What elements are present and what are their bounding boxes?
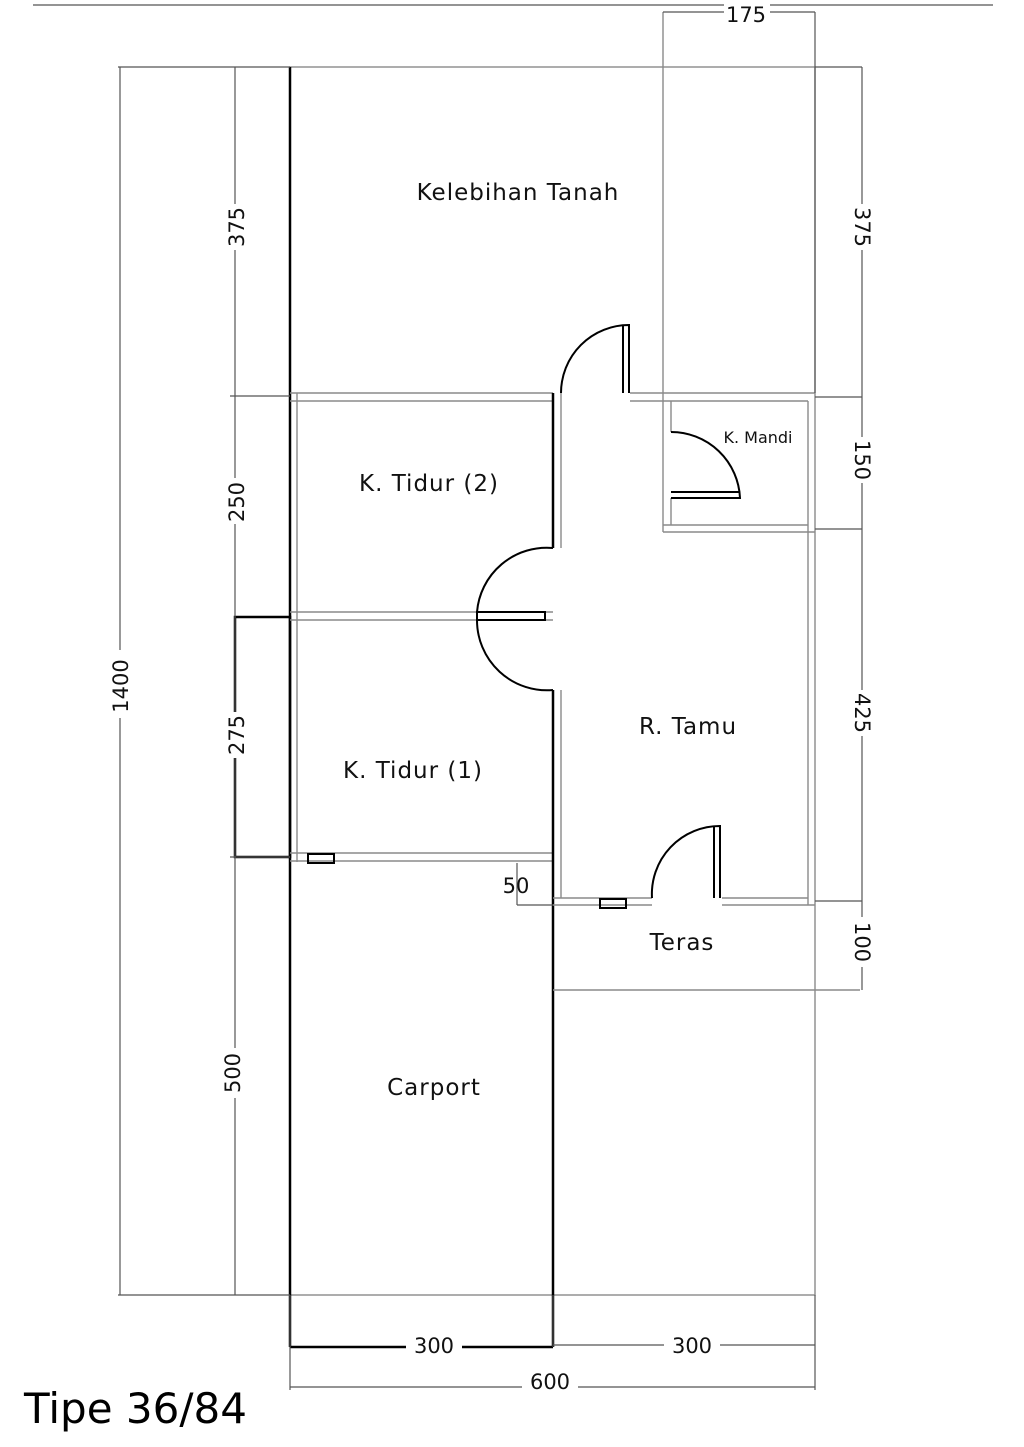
dim-label-bg-right-100	[852, 917, 874, 967]
bedroom1-door-swing	[475, 619, 554, 692]
bedroom1-window	[307, 853, 335, 864]
dim-label-bg-left-250	[225, 478, 247, 524]
dim-label-bg-right-150	[852, 437, 874, 483]
room-label-k-mandi: K. Mandi	[723, 428, 792, 447]
dim-label-bg-300-left	[406, 1335, 462, 1355]
dim-label-left-275: 275	[225, 715, 249, 755]
dim-label-bg-left-500	[225, 1048, 247, 1098]
room-label-carport: Carport	[387, 1075, 481, 1101]
dim-label-bottom-600: 600	[530, 1370, 570, 1394]
dim-label-inner-50: 50	[503, 874, 530, 898]
dim-label-right-100: 100	[850, 922, 874, 962]
bedroom-doors-leaves	[476, 611, 546, 621]
dim-label-bg-1400	[110, 650, 132, 718]
dim-label-bottom-300-right: 300	[672, 1334, 712, 1358]
dim-label-bg-right-425	[852, 690, 874, 736]
plan-title: Tipe 36/84	[24, 1384, 247, 1433]
dim-label-right-150: 150	[850, 440, 874, 480]
room-label-k-tidur-1: K. Tidur (1)	[343, 758, 483, 784]
dim-label-left-375: 375	[225, 207, 249, 247]
room-label-teras: Teras	[649, 930, 715, 956]
dim-label-bg-300-right	[664, 1335, 720, 1355]
dim-label-1400: 1400	[109, 659, 133, 712]
dim-label-right-425: 425	[850, 693, 874, 733]
front-window	[599, 898, 627, 909]
room-label-k-tidur-2: K. Tidur (2)	[359, 471, 499, 497]
room-label-r-tamu: R. Tamu	[639, 714, 737, 740]
dim-label-bg-600	[522, 1377, 578, 1397]
room-label-kelebihan-tanah: Kelebihan Tanah	[417, 180, 620, 206]
dim-label-right-375: 375	[850, 207, 874, 247]
front-door-swing	[650, 824, 721, 899]
dim-label-top-175: 175	[726, 3, 766, 27]
dim-label-left-500: 500	[221, 1053, 245, 1093]
dim-label-bg-right-375	[852, 204, 874, 250]
dim-label-left-250: 250	[225, 482, 249, 522]
dim-label-bg-left-375	[225, 204, 247, 250]
bedroom2-door-swing	[475, 546, 554, 613]
dim-label-bottom-300-left: 300	[414, 1334, 454, 1358]
dim-label-bg-left-275	[225, 712, 247, 758]
dim-label-bg-175	[724, 4, 770, 22]
bathroom-door-swing	[670, 430, 742, 499]
back-door-swing	[560, 323, 630, 394]
